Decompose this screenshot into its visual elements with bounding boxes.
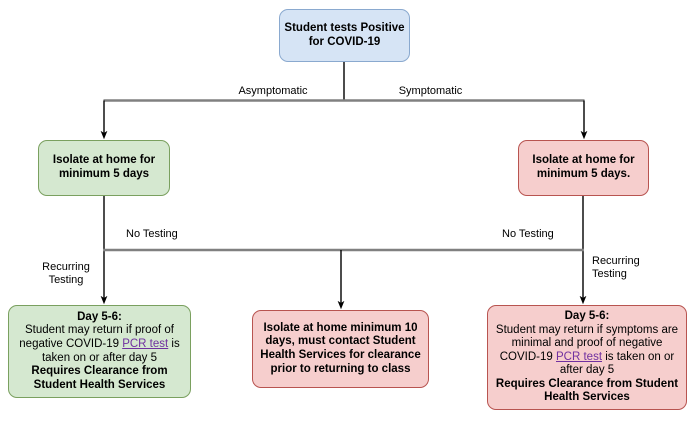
outcome-right-footer: Requires Clearance from Student Health S… [495,377,679,404]
node-asymptomatic-recurring-text: Day 5-6: Student may return if proof of … [9,311,190,392]
node-isolate-asymptomatic[interactable]: Isolate at home for minimum 5 days [38,140,170,196]
node-symptomatic-recurring-text: Day 5-6: Student may return if symptoms … [488,310,686,405]
node-symptomatic-recurring-outcome[interactable]: Day 5-6: Student may return if symptoms … [487,305,687,410]
edge-label-no-testing-right: No Testing [502,228,554,240]
edge-label-asymptomatic: Asymptomatic [238,85,308,97]
edge-label-recurring-testing-right: Recurring Testing [592,255,640,280]
outcome-right-heading: Day 5-6: [564,310,610,323]
outcome-left-body-post: is taken on or after day 5 [41,337,180,364]
node-start-label: Student tests Positive for COVID-19 [284,21,405,48]
node-start[interactable]: Student tests Positive for COVID-19 [279,9,410,62]
node-isolate-symptomatic[interactable]: Isolate at home for minimum 5 days. [518,140,649,196]
edge-label-recurring-testing-left: Recurring Testing [42,261,90,286]
edge-label-symptomatic: Symptomatic [398,85,463,97]
outcome-right-body-pre: Student may return if symptoms are minim… [495,323,679,363]
node-asymptomatic-recurring-outcome[interactable]: Day 5-6: Student may return if proof of … [8,305,191,398]
pcr-test-link[interactable]: PCR test [122,337,169,350]
outcome-left-footer: Requires Clearance from Student Health S… [31,365,168,391]
outcome-left-heading: Day 5-6: [77,310,122,323]
node-no-testing-outcome-label: Isolate at home minimum 10 days, must co… [260,321,421,375]
pcr-test-link[interactable]: PCR test [556,350,603,363]
node-isolate-asymptomatic-label: Isolate at home for minimum 5 days [52,154,156,180]
node-isolate-symptomatic-label: Isolate at home for minimum 5 days. [532,154,635,180]
node-no-testing-outcome[interactable]: Isolate at home minimum 10 days, must co… [252,310,429,388]
outcome-left-body-pre: Student may return if proof of negative … [19,324,174,350]
outcome-right-body-post: is taken on or after day 5 [559,350,675,377]
edge-label-no-testing-left: No Testing [126,228,178,240]
